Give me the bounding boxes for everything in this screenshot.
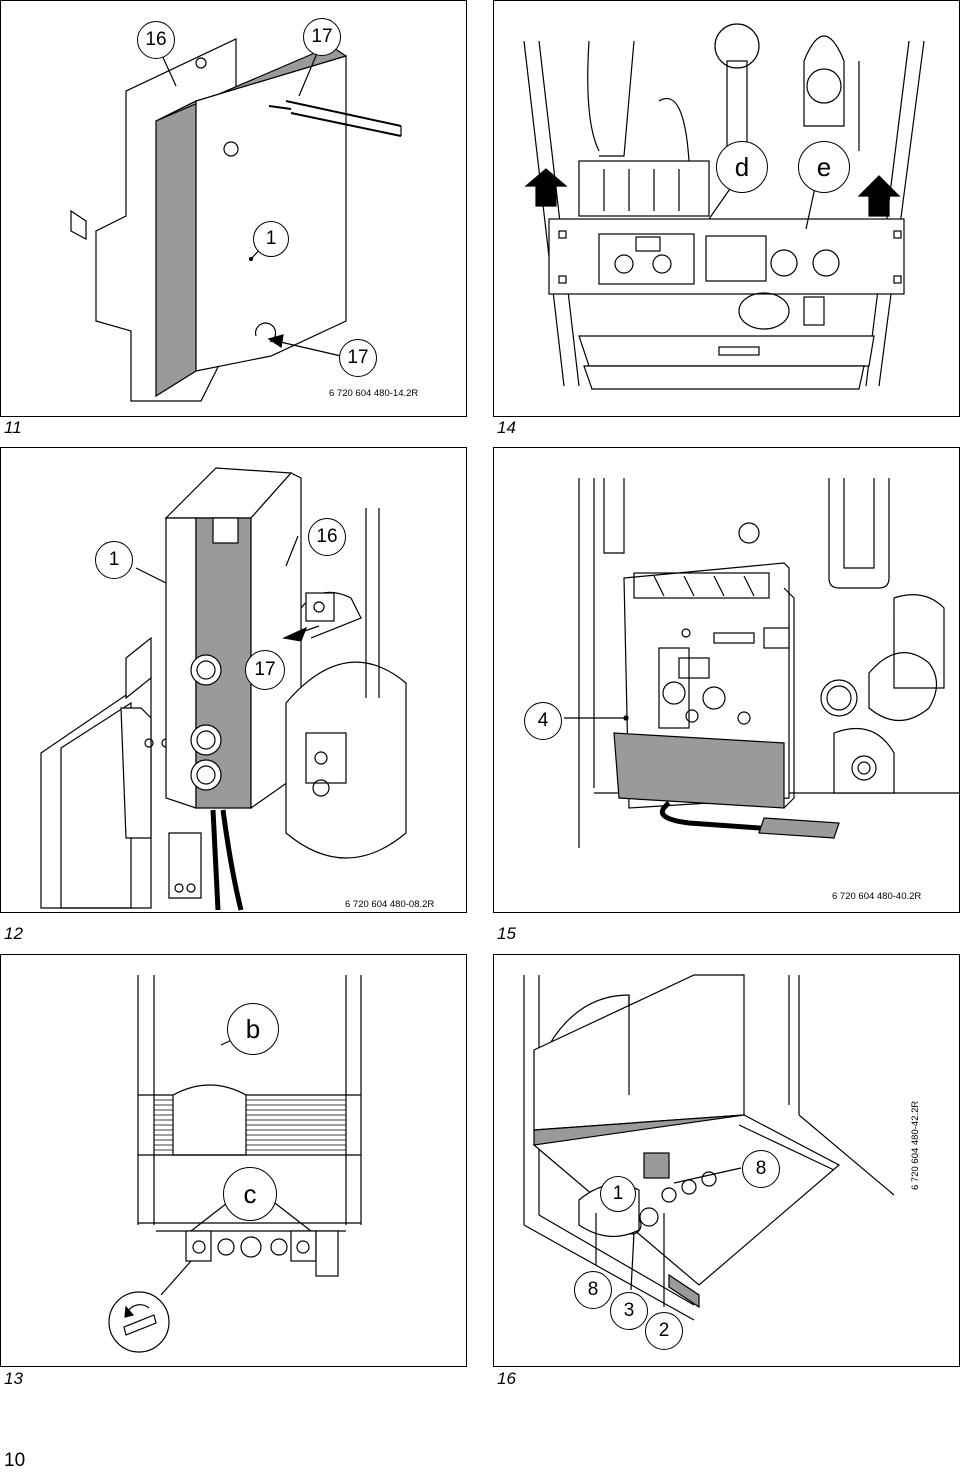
figure-number: 16 [497, 1369, 516, 1388]
figure-code: 6 720 604 480-40.2R [832, 891, 922, 902]
figure-14-panel: d e [493, 0, 960, 417]
callout-17: 17 [245, 650, 285, 690]
callout-1: 1 [253, 221, 289, 257]
figure-code: 6 720 604 480-08.2R [345, 899, 435, 910]
figure-number: 12 [4, 924, 23, 943]
callout-4: 4 [524, 702, 562, 740]
callout-1: 1 [95, 541, 133, 579]
callout-17: 17 [339, 339, 377, 377]
figure-13-panel: b c [0, 954, 467, 1367]
figure-16-illustration [523, 974, 895, 1321]
figure-number: 13 [4, 1369, 23, 1388]
figure-number: 15 [497, 924, 516, 943]
callout-8: 8 [574, 1271, 612, 1309]
callout-8: 8 [742, 1150, 780, 1188]
figure-12-panel: 1 16 17 6 720 604 480-08.2R [0, 447, 467, 913]
callout-d: d [716, 141, 768, 193]
callout-1: 1 [600, 1176, 636, 1212]
callout-c: c [223, 1167, 277, 1221]
callout-16: 16 [137, 21, 175, 59]
callout-17: 17 [303, 18, 341, 56]
figure-16-panel: 1 8 8 3 2 6 720 604 480-42.2R [493, 954, 960, 1367]
figure-code: 6 720 604 480-14.2R [329, 388, 419, 399]
figure-15-panel: 4 6 720 604 480-40.2R [493, 447, 960, 913]
page-number: 10 [4, 1450, 26, 1471]
figure-14-illustration [523, 23, 925, 390]
figure-number: 11 [4, 418, 22, 437]
figure-number: 14 [497, 418, 516, 437]
figure-code: 6 720 604 480-42.2R [910, 1100, 921, 1190]
callout-16: 16 [308, 518, 346, 556]
callout-b: b [227, 1003, 279, 1055]
figure-13-illustration [108, 975, 362, 1353]
callout-e: e [798, 141, 850, 193]
callout-3: 3 [610, 1292, 648, 1330]
figure-15-illustration [564, 478, 959, 848]
figure-11-panel: 16 17 1 17 6 720 604 480-14.2R [0, 0, 467, 417]
figure-11-illustration [70, 38, 402, 402]
figure-12-illustration [40, 467, 407, 911]
callout-2: 2 [645, 1312, 683, 1350]
